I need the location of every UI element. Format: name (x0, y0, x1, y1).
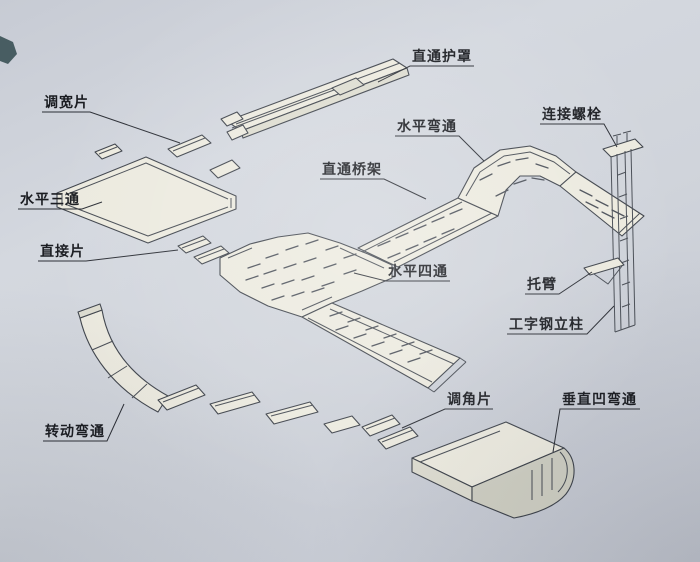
straight-tray-hatching (377, 208, 463, 259)
photo-corner-mark (0, 36, 17, 64)
label-horizontal-bend: 水平弯通 (397, 118, 457, 134)
rotating-bend-part (77, 303, 361, 434)
horizontal-bend-part (457, 145, 577, 217)
bracket-arm-part (583, 257, 625, 285)
label-rotating-bend: 转动弯通 (45, 423, 105, 439)
cross-rung-hatching (245, 239, 357, 301)
straight-tray-part (357, 197, 499, 268)
label-connecting-bolt: 连接螺栓 (542, 106, 602, 122)
label-width-adjuster-plate: 调宽片 (44, 94, 89, 110)
label-bracket-arm: 托臂 (527, 276, 557, 292)
down-tray-part (301, 302, 467, 393)
label-horizontal-cross: 水平四通 (388, 263, 448, 279)
connecting-bolt-part (612, 130, 632, 144)
angle-adjuster-plates-part (361, 414, 419, 450)
label-angle-adjuster-plate: 调角片 (447, 391, 492, 407)
label-straight-cover: 直通护罩 (412, 48, 472, 64)
label-i-beam-column: 工字钢立柱 (509, 316, 584, 332)
horizontal-tee-part (56, 156, 237, 244)
horizontal-bend-hatching (479, 157, 549, 197)
leader-lines (18, 65, 640, 453)
label-horizontal-tee: 水平三通 (20, 191, 80, 207)
horizontal-cross-part (219, 232, 393, 318)
label-straight-tray: 直通桥架 (322, 161, 382, 177)
i-beam-column-part (583, 130, 644, 333)
width-adjuster-plates-part (94, 134, 241, 179)
label-vertical-concave-bend: 垂直凹弯通 (562, 391, 637, 407)
straight-cover-part (220, 58, 410, 141)
label-connector-plate: 直接片 (40, 243, 85, 259)
vertical-concave-bend-part (411, 421, 575, 519)
connector-plates-part (177, 235, 230, 265)
down-tray-hatching (329, 311, 433, 363)
